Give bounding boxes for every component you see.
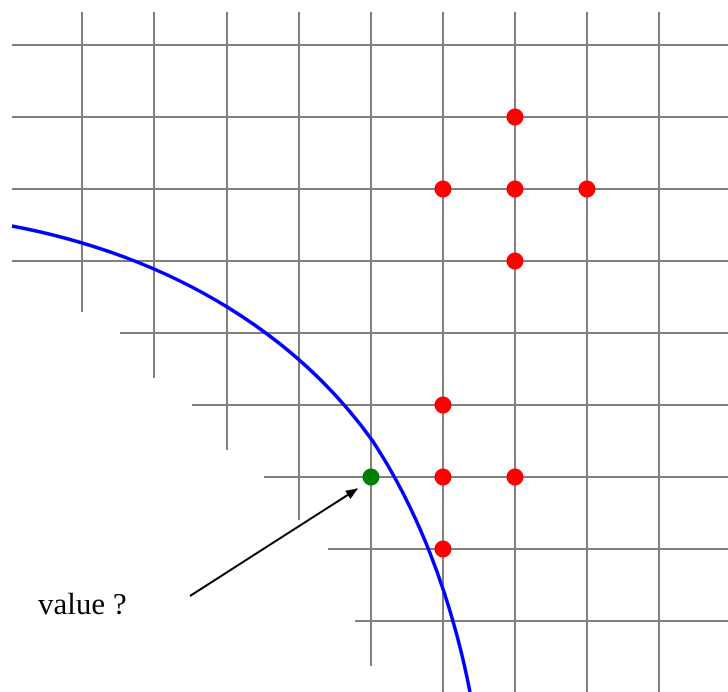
known-point bbox=[506, 252, 524, 270]
known-point bbox=[434, 468, 452, 486]
vertical-grid-lines bbox=[81, 12, 660, 692]
unknown-point bbox=[362, 468, 380, 486]
value-question-label: value ? bbox=[38, 586, 127, 621]
known-point bbox=[578, 180, 596, 198]
pointer-arrow bbox=[189, 488, 358, 597]
known-points bbox=[434, 108, 596, 558]
known-point bbox=[434, 540, 452, 558]
known-point bbox=[506, 180, 524, 198]
known-point bbox=[506, 108, 524, 126]
known-point bbox=[506, 468, 524, 486]
known-point bbox=[434, 396, 452, 414]
known-point bbox=[434, 180, 452, 198]
boundary-curve bbox=[11, 224, 472, 692]
